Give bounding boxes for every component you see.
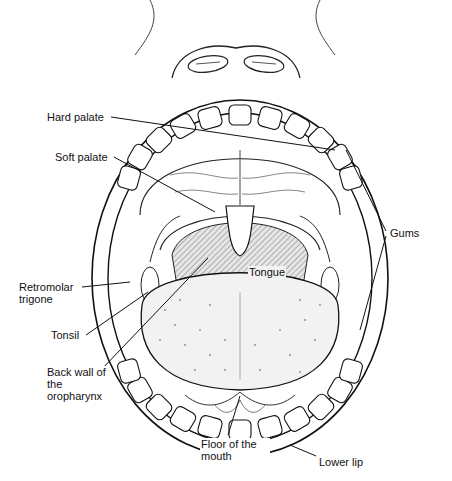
part-label: Back wall of the oropharynx: [46, 366, 110, 402]
part-label: Tongue: [248, 266, 286, 278]
part-label: Floor of the mouth: [200, 438, 270, 462]
part-label: Tonsil: [50, 329, 80, 341]
part-label: Soft palate: [54, 151, 109, 163]
part-label: Retromolar trigone: [18, 281, 82, 305]
part-label: Hard palate: [46, 111, 105, 123]
part-label: Lower lip: [318, 456, 364, 468]
leader-lines: [82, 117, 386, 456]
part-label: Gums: [389, 227, 420, 239]
